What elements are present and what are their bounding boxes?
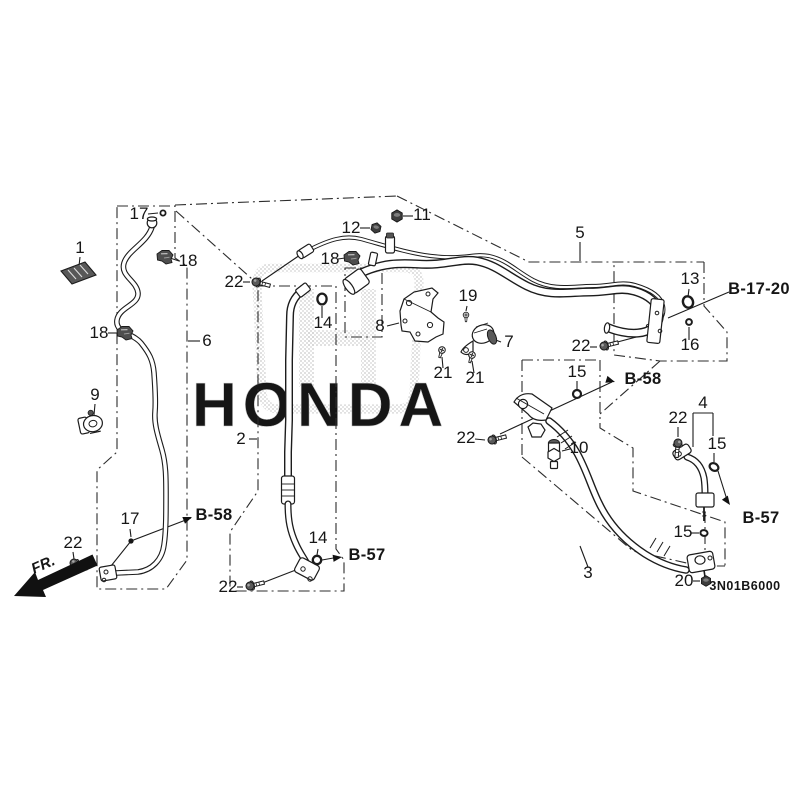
callout-part-18: 18 bbox=[90, 323, 109, 342]
label-plate-1 bbox=[60, 261, 97, 285]
nut-12 bbox=[369, 221, 383, 235]
ref-b-17-20: B-17-20 bbox=[728, 280, 790, 298]
bolt-22-c bbox=[486, 431, 508, 446]
callout-part-20: 20 bbox=[675, 571, 694, 590]
callout-part-7: 7 bbox=[504, 332, 513, 351]
rubber-mount-7 bbox=[460, 322, 498, 356]
seal-16 bbox=[685, 318, 693, 326]
callout-part-14: 14 bbox=[314, 313, 333, 332]
callout-part-2: 2 bbox=[236, 429, 245, 448]
front-direction-arrow: FR. bbox=[14, 552, 98, 597]
callout-part-11: 11 bbox=[413, 205, 431, 224]
ref-arrowheads bbox=[182, 375, 730, 562]
pipe-6-end-block bbox=[98, 564, 118, 583]
callout-part-15: 15 bbox=[674, 522, 693, 541]
service-valve-high bbox=[384, 232, 396, 254]
screw-21-a bbox=[435, 345, 447, 360]
callout-labels: 17 1 18 22 18 6 9 2 12 11 18 14 8 19 7 2… bbox=[64, 204, 727, 596]
callout-part-13: 13 bbox=[681, 269, 700, 288]
callout-part-4: 4 bbox=[698, 393, 707, 412]
o-ring-14-b bbox=[311, 554, 323, 566]
callout-part-16: 16 bbox=[681, 335, 700, 354]
ref-b-58-right: B-58 bbox=[625, 370, 662, 388]
pipe-5-end-flange bbox=[646, 298, 665, 345]
callout-part-1: 1 bbox=[75, 238, 84, 257]
pipe-air-conditioner-2 bbox=[280, 282, 321, 582]
callout-part-22: 22 bbox=[669, 408, 688, 427]
clip-18-b bbox=[116, 325, 134, 341]
cap-nut-11 bbox=[391, 209, 403, 223]
bracket-8 bbox=[399, 287, 445, 343]
callout-part-15: 15 bbox=[708, 434, 727, 453]
callout-part-17: 17 bbox=[121, 509, 140, 528]
bolt-22-e bbox=[244, 577, 266, 592]
o-ring-13 bbox=[681, 295, 695, 309]
callout-part-14: 14 bbox=[309, 528, 328, 547]
callout-part-18: 18 bbox=[321, 249, 340, 268]
callout-part-21: 21 bbox=[434, 363, 453, 382]
liquid-pipe-end-fitting bbox=[296, 243, 315, 260]
pipe-liquid-line bbox=[304, 235, 666, 329]
hose-suction-3 bbox=[513, 393, 716, 578]
service-valve-low bbox=[367, 251, 379, 267]
pipe-receiver-6 bbox=[98, 216, 169, 583]
ref-b-57-right: B-57 bbox=[743, 509, 780, 527]
callout-part-10: 10 bbox=[570, 438, 589, 457]
callout-part-22: 22 bbox=[457, 428, 476, 447]
callout-part-22: 22 bbox=[219, 577, 238, 596]
grommet-17-a bbox=[159, 209, 167, 217]
ref-b-57-left: B-57 bbox=[349, 546, 386, 564]
callout-part-18: 18 bbox=[179, 251, 198, 270]
callout-part-21: 21 bbox=[466, 368, 485, 387]
callout-part-17: 17 bbox=[130, 204, 149, 223]
clip-18-a bbox=[156, 249, 174, 265]
callout-part-6: 6 bbox=[202, 331, 211, 350]
page-reference-labels: B-17-20 B-58 B-58 B-57 B-57 bbox=[196, 280, 790, 564]
honda-text-watermark: HONDA bbox=[192, 371, 449, 440]
callout-part-9: 9 bbox=[90, 385, 99, 404]
diagram-code: 3N01B6000 bbox=[709, 579, 780, 593]
callout-part-8: 8 bbox=[375, 316, 384, 335]
callout-part-22: 22 bbox=[225, 272, 244, 291]
callout-part-19: 19 bbox=[459, 286, 478, 305]
screw-19 bbox=[462, 311, 470, 323]
valve-cap-10 bbox=[547, 439, 561, 470]
group-outlines bbox=[96, 195, 728, 592]
grommet-17-b bbox=[128, 538, 134, 544]
o-ring-14-a bbox=[316, 292, 328, 306]
callout-part-15: 15 bbox=[568, 362, 587, 381]
callout-part-3: 3 bbox=[583, 563, 592, 582]
callout-part-12: 12 bbox=[342, 218, 361, 237]
clip-18-c bbox=[343, 250, 361, 266]
ref-b-58-left: B-58 bbox=[196, 506, 233, 524]
bolt-22-b bbox=[598, 337, 620, 352]
o-ring-15-a bbox=[571, 388, 583, 400]
pipe-union-connector bbox=[342, 268, 370, 295]
hose-3-end-block bbox=[686, 550, 716, 578]
callout-part-22: 22 bbox=[64, 533, 83, 552]
callout-part-5: 5 bbox=[575, 223, 584, 242]
callout-part-22: 22 bbox=[572, 336, 591, 355]
sensor-9 bbox=[77, 409, 103, 435]
o-ring-15-b bbox=[708, 462, 720, 472]
o-ring-15-c bbox=[699, 529, 709, 537]
hose-3-eyelet-fitting bbox=[513, 393, 553, 438]
